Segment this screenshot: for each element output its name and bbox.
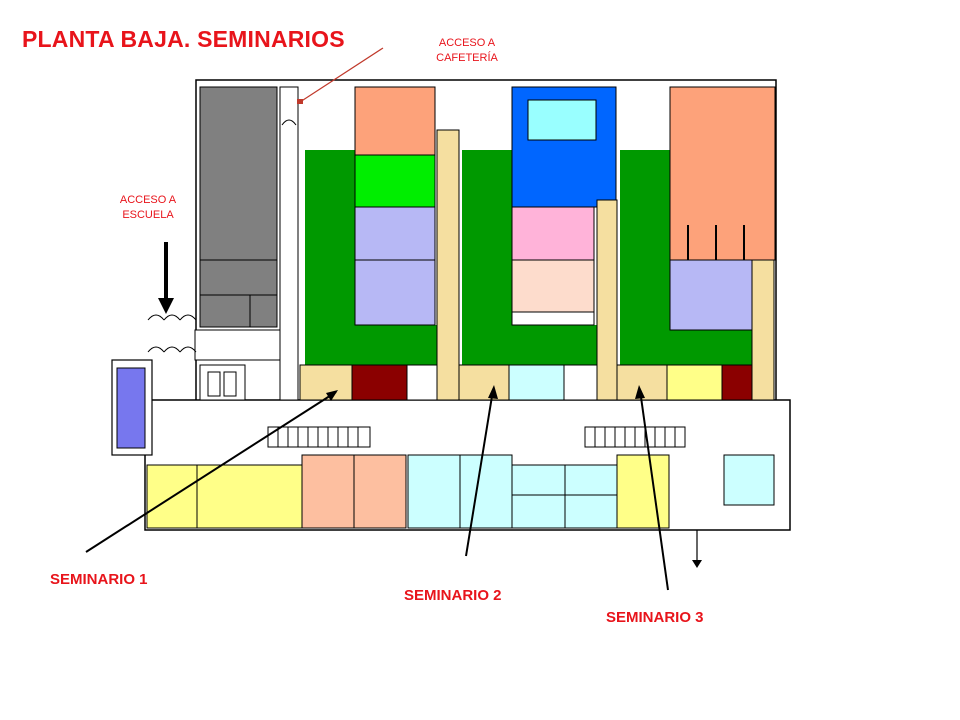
beige-strip-2: [596, 199, 618, 401]
salmon-room-3: [669, 86, 776, 261]
salmon-room-1: [354, 86, 436, 156]
peach-room: [511, 259, 595, 313]
light-cyan-room-2: [508, 364, 565, 401]
seminar-3-label: SEMINARIO 3: [606, 609, 704, 626]
dark-red-room-3: [721, 364, 753, 401]
cafeteria-access-label: ACCESO A CAFETERÍA: [417, 36, 517, 66]
dark-red-room-1: [351, 364, 408, 401]
pink-room: [511, 206, 595, 261]
cyan-room-south-b: [459, 454, 513, 529]
stairs-1: [267, 426, 371, 448]
seminar-2-room: [458, 364, 510, 401]
beige-strip-3: [751, 259, 775, 401]
cyan-room-south-d: [723, 454, 775, 506]
yellow-room-south-b: [616, 454, 670, 529]
lavender-room-1a: [354, 206, 436, 261]
seminar-2-label: SEMINARIO 2: [404, 587, 502, 604]
school-access-line1: ACCESO A: [119, 194, 177, 206]
salmon-room-south-b: [353, 454, 407, 529]
yellow-room-south: [146, 464, 303, 529]
periwinkle-room: [116, 367, 146, 449]
green-room-1: [354, 154, 436, 208]
seminar-2-pointer: [465, 389, 494, 557]
lavender-room-3: [669, 259, 753, 331]
cyan-inner-room: [527, 99, 597, 141]
page-title: PLANTA BAJA. SEMINARIOS: [22, 26, 345, 52]
cafeteria-access-pointer: [299, 47, 384, 103]
seminar-3-pointer: [639, 389, 669, 591]
seminar-1-room: [299, 364, 353, 401]
corridor-wing-3: [620, 150, 670, 365]
school-access-line2: ESCUELA: [122, 209, 174, 221]
beige-strip-1: [436, 129, 460, 401]
salmon-room-south-a: [301, 454, 355, 529]
stairs-2: [584, 426, 686, 448]
cyan-room-south-a: [407, 454, 461, 529]
yellow-room-3: [666, 364, 723, 401]
lavender-room-1b: [354, 259, 436, 326]
school-access-label: ACCESO A ESCUELA: [98, 193, 198, 223]
entry-hall: [194, 329, 281, 361]
seminar-1-label: SEMINARIO 1: [50, 571, 148, 588]
cafeteria-access-line2: CAFETERÍA: [436, 52, 498, 64]
seminar-1-pointer: [85, 391, 337, 553]
gray-room: [199, 86, 278, 328]
cafeteria-access-line1: ACCESO A: [438, 37, 496, 49]
